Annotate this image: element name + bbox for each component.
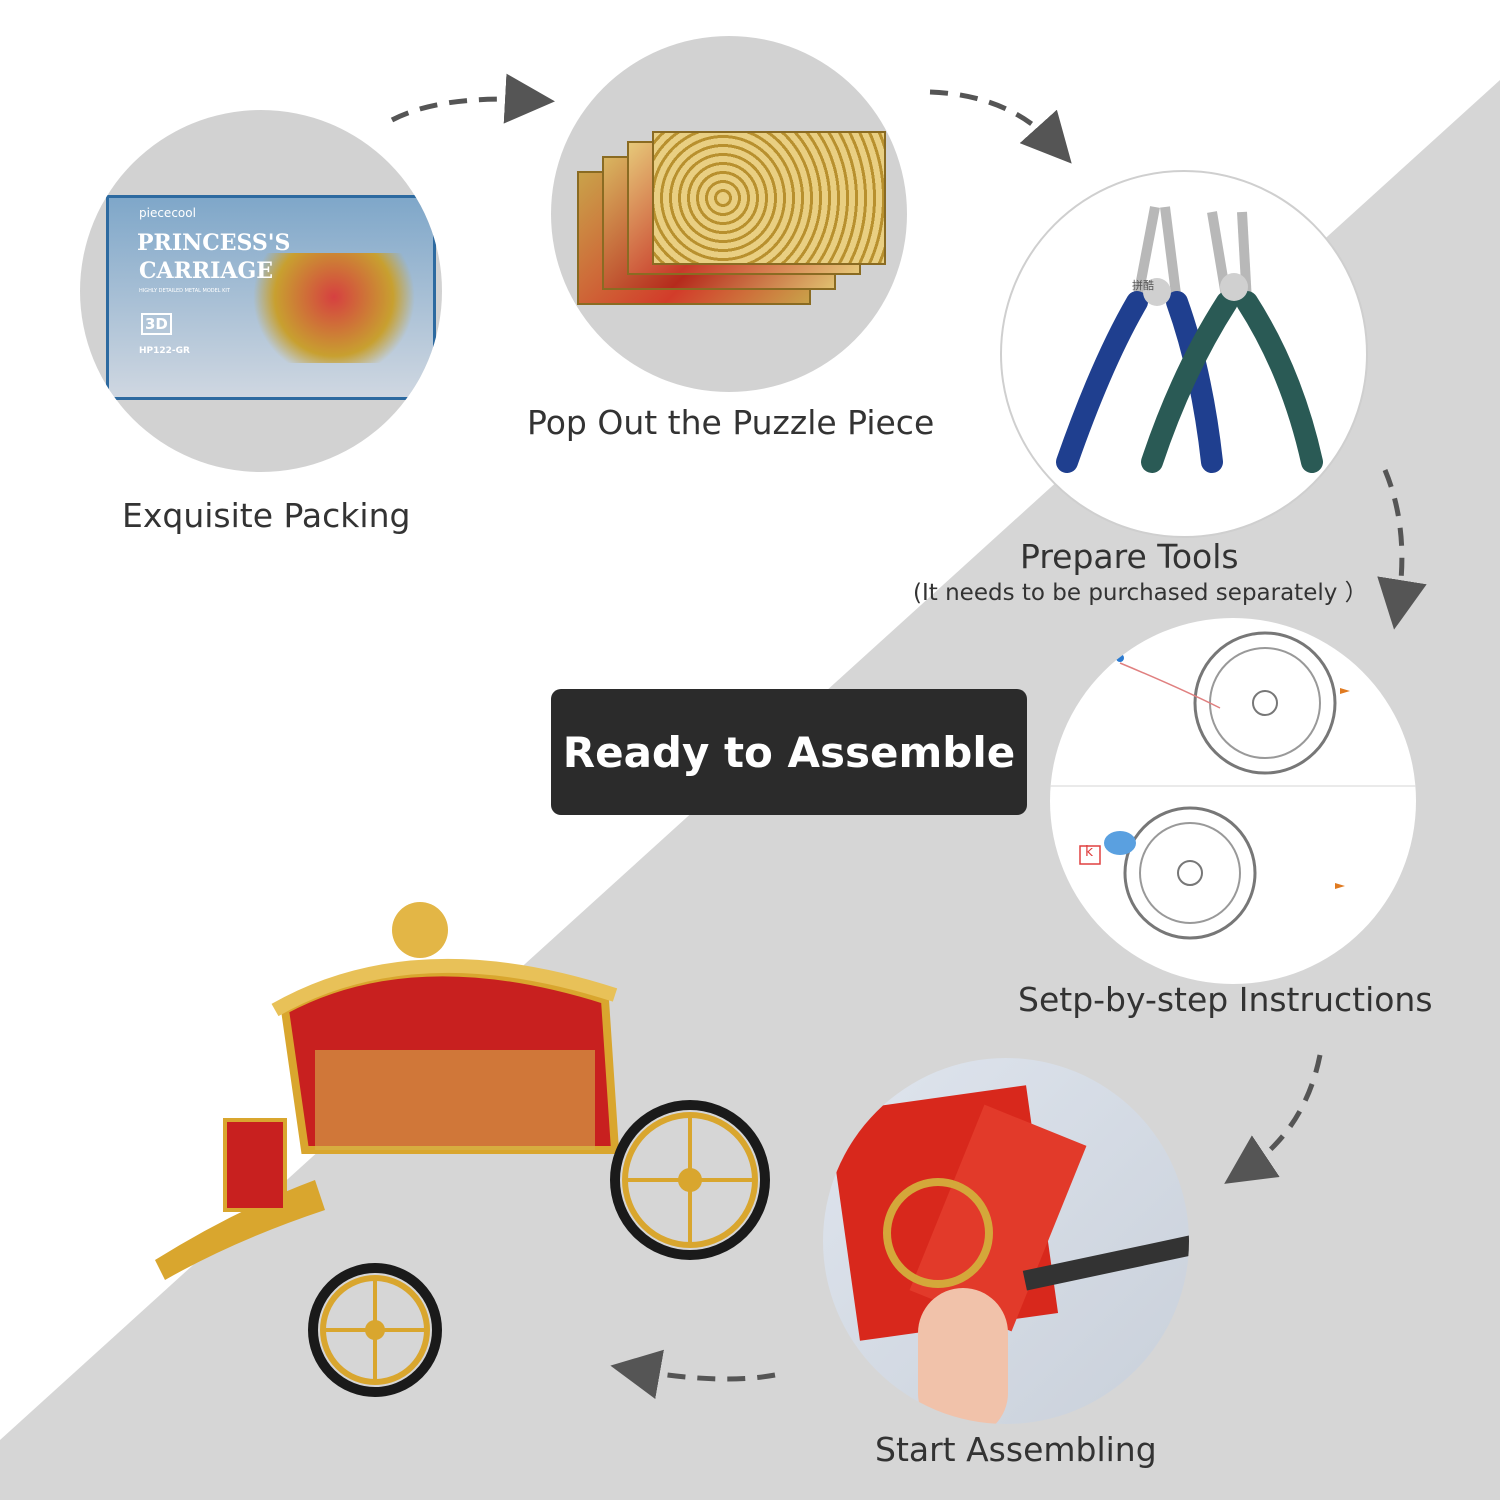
instruction-label: k [1085,844,1094,860]
step-instructions-circle: k [1050,618,1416,984]
carriage-model-image [155,902,770,1397]
box-title-line2: CARRIAGE [139,258,274,284]
step-packing-circle: piececool PRINCESS'S CARRIAGE HIGHLY DET… [80,110,442,472]
caption-instructions: Setp-by-step Instructions [1018,980,1433,1019]
hands-assembling-image [823,1058,1189,1424]
caption-pieces: Pop Out the Puzzle Piece [527,403,935,442]
caption-assembling: Start Assembling [875,1430,1157,1469]
box-title-line1: PRINCESS'S [137,230,291,256]
caption-tools-note: (It needs to be purchased separately ） [913,580,1368,606]
model-code: HP122-GR [139,346,190,356]
box-subtitle: HIGHLY DETAILED METAL MODEL KIT [139,288,230,294]
instruction-diagram-image [1050,631,1416,940]
badge-3d: 3D [141,313,172,335]
caption-tools: Prepare Tools [1020,537,1239,576]
ready-to-assemble-button[interactable]: Ready to Assemble [551,689,1027,815]
step-pieces-circle [551,36,907,392]
pliers-marking: 拼酷 [1132,279,1154,292]
brand-text: piececool [139,206,196,220]
step-tools-circle: 拼酷 [1000,170,1368,538]
pliers-image [1056,206,1323,473]
step-assembling-circle [823,1058,1189,1424]
metal-sheets-image [577,131,886,305]
product-box-image: piececool PRINCESS'S CARRIAGE HIGHLY DET… [106,195,436,400]
caption-packing: Exquisite Packing [122,496,411,535]
